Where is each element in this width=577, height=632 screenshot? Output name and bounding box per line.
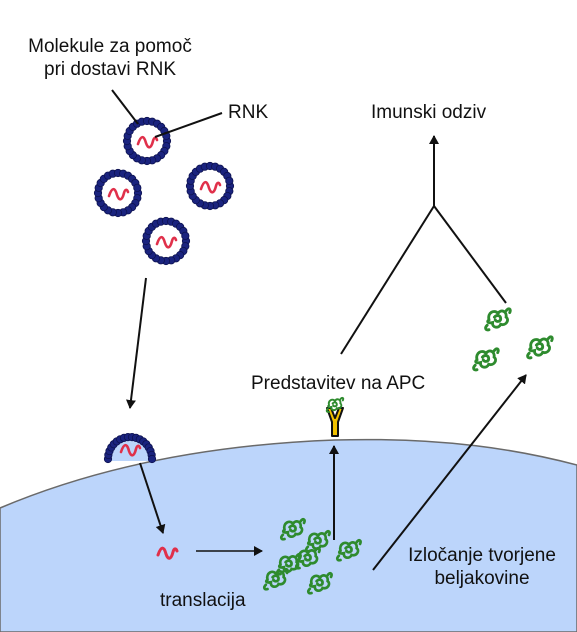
lipid-bead — [147, 454, 157, 464]
rna-strand-icon — [136, 135, 159, 149]
rna-strand-icon — [119, 443, 142, 457]
lipid-bead — [225, 176, 234, 185]
rna-strand-icon — [107, 187, 130, 201]
protein-icon — [335, 539, 362, 562]
lipid-nanoparticle-icon — [122, 116, 172, 166]
arrow-to-rna — [139, 462, 166, 534]
lipid-bead — [133, 183, 142, 192]
protein-icon — [306, 572, 333, 595]
protein-icon — [484, 307, 512, 332]
protein-icon — [304, 530, 331, 553]
secretion-label-line1: Izločanje tvorjene — [408, 545, 556, 566]
rna-label: RNK — [228, 102, 269, 123]
branch-right — [433, 205, 507, 304]
immune-response-label: Imunski odziv — [371, 102, 487, 123]
protein-icon — [526, 335, 554, 360]
apc-presentation-label: Predstavitev na APC — [251, 373, 426, 394]
secretion-label-line2: beljakovine — [434, 568, 530, 589]
secretion-label: Izločanje tvorjene beljakovine — [392, 544, 572, 590]
carrier-label-line2: pri dostavi RNK — [44, 59, 176, 80]
protein-icon — [472, 347, 500, 372]
rna-strand-icon — [155, 235, 178, 249]
rna-pointer-line — [154, 112, 223, 138]
branch-left — [340, 205, 435, 355]
protein-icon — [279, 518, 306, 541]
protein-icon — [325, 396, 345, 413]
lipid-bead — [181, 231, 190, 240]
lipid-nanoparticle-icon — [185, 161, 235, 211]
rna-strand-icon — [156, 546, 179, 560]
carrier-label: Molekule za pomoč pri dostavi RNK — [10, 35, 210, 81]
fusing-nanoparticle-icon — [103, 432, 157, 464]
rna-strand-icon — [199, 180, 222, 194]
lipid-nanoparticle-icon — [141, 216, 191, 266]
carrier-pointer-line — [111, 89, 139, 125]
arrow-to-membrane — [126, 277, 147, 409]
protein-icon — [262, 568, 289, 591]
arrow-secretion — [372, 374, 527, 571]
apc-receptor-icon — [325, 396, 345, 437]
carrier-label-line1: Molekule za pomoč — [28, 36, 192, 57]
translation-label: translacija — [160, 590, 246, 611]
protein-cluster-group — [262, 307, 554, 595]
lipid-nanoparticle-icon — [93, 168, 143, 218]
